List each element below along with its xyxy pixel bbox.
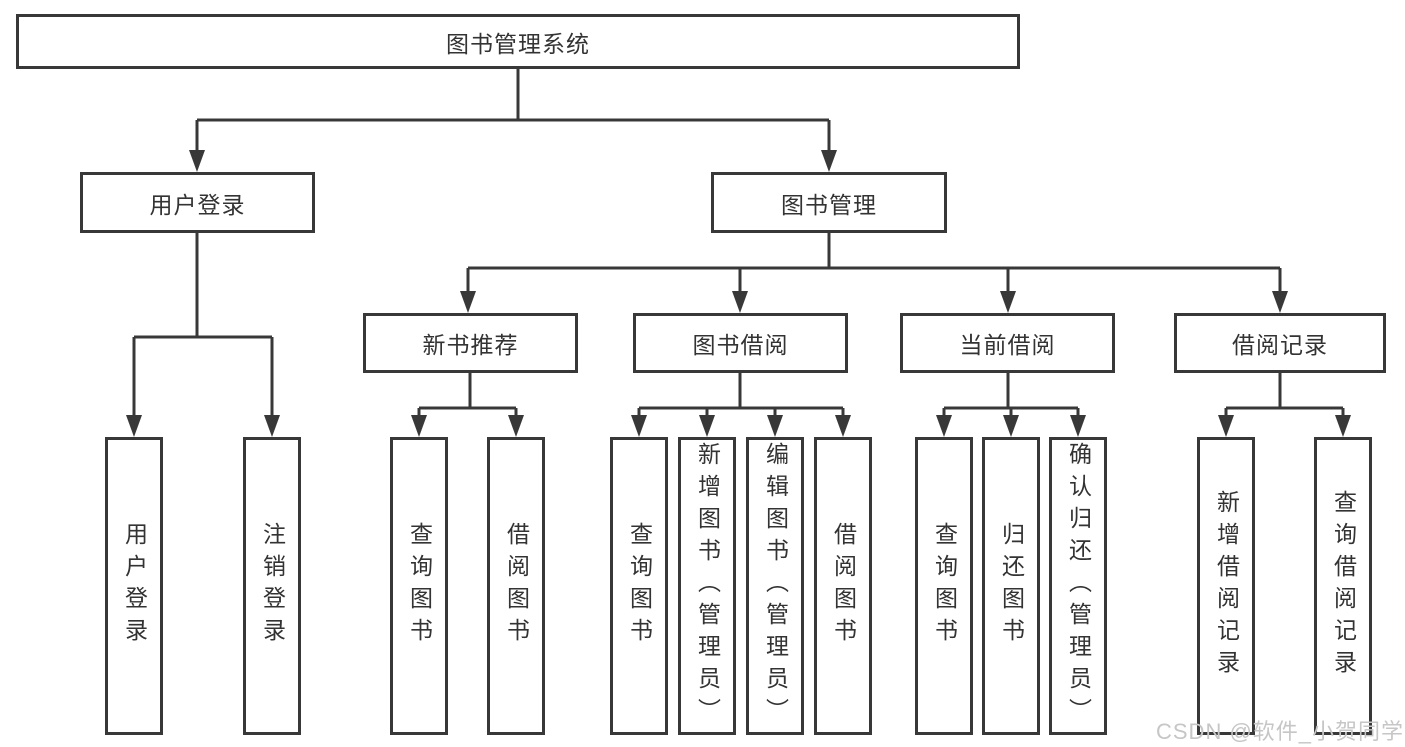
leaf-label: 用户登录 bbox=[121, 522, 148, 650]
leaf-label: 查询图书 bbox=[626, 522, 653, 650]
node-user-login-label: 用户登录 bbox=[149, 191, 246, 218]
leaf-add-books-admin: 新增图书（管理员） bbox=[678, 437, 736, 735]
leaf-add-borrow-record: 新增借阅记录 bbox=[1197, 437, 1255, 735]
node-current-borrowing-label: 当前借阅 bbox=[959, 332, 1056, 358]
node-user-login: 用户登录 bbox=[80, 172, 315, 233]
leaf-label: 注销登录 bbox=[259, 522, 286, 650]
leaf-borrow-books-recommend: 借阅图书 bbox=[487, 437, 545, 735]
leaf-query-borrow-record: 查询借阅记录 bbox=[1314, 437, 1372, 735]
leaf-logout-login: 注销登录 bbox=[243, 437, 301, 735]
leaf-query-books-recommend: 查询图书 bbox=[390, 437, 448, 735]
node-book-borrowing-label: 图书借阅 bbox=[692, 332, 789, 358]
leaf-label: 归还图书 bbox=[998, 522, 1025, 650]
leaf-label: 查询借阅记录 bbox=[1330, 490, 1357, 682]
leaf-label: 新增借阅记录 bbox=[1213, 490, 1240, 682]
node-borrowing-records-label: 借阅记录 bbox=[1232, 332, 1328, 358]
leaf-query-books-current: 查询图书 bbox=[915, 437, 973, 735]
node-borrowing-records: 借阅记录 bbox=[1174, 313, 1386, 373]
leaf-query-books-borrowing: 查询图书 bbox=[610, 437, 668, 735]
node-book-borrowing: 图书借阅 bbox=[633, 313, 848, 373]
leaf-label: 查询图书 bbox=[406, 522, 433, 650]
leaf-label: 编辑图书（管理员） bbox=[762, 442, 789, 730]
leaf-label: 查询图书 bbox=[931, 522, 958, 650]
leaf-label: 借阅图书 bbox=[503, 522, 530, 650]
leaf-label: 新增图书（管理员） bbox=[694, 442, 721, 730]
node-current-borrowing: 当前借阅 bbox=[900, 313, 1115, 373]
leaf-return-books: 归还图书 bbox=[982, 437, 1040, 735]
node-new-book-recommendation-label: 新书推荐 bbox=[422, 332, 519, 358]
leaf-borrow-books: 借阅图书 bbox=[814, 437, 872, 735]
node-book-management-label: 图书管理 bbox=[781, 191, 877, 218]
leaf-confirm-return-admin: 确认归还（管理员） bbox=[1049, 437, 1107, 735]
node-root-label: 图书管理系统 bbox=[446, 30, 590, 57]
node-new-book-recommendation: 新书推荐 bbox=[363, 313, 578, 373]
leaf-label: 确认归还（管理员） bbox=[1065, 442, 1092, 730]
node-root: 图书管理系统 bbox=[16, 14, 1020, 69]
node-book-management: 图书管理 bbox=[711, 172, 947, 233]
leaf-edit-books-admin: 编辑图书（管理员） bbox=[746, 437, 804, 735]
leaf-user-login: 用户登录 bbox=[105, 437, 163, 735]
watermark: CSDN @软件_小贺同学 bbox=[1156, 719, 1405, 744]
leaf-label: 借阅图书 bbox=[830, 522, 857, 650]
